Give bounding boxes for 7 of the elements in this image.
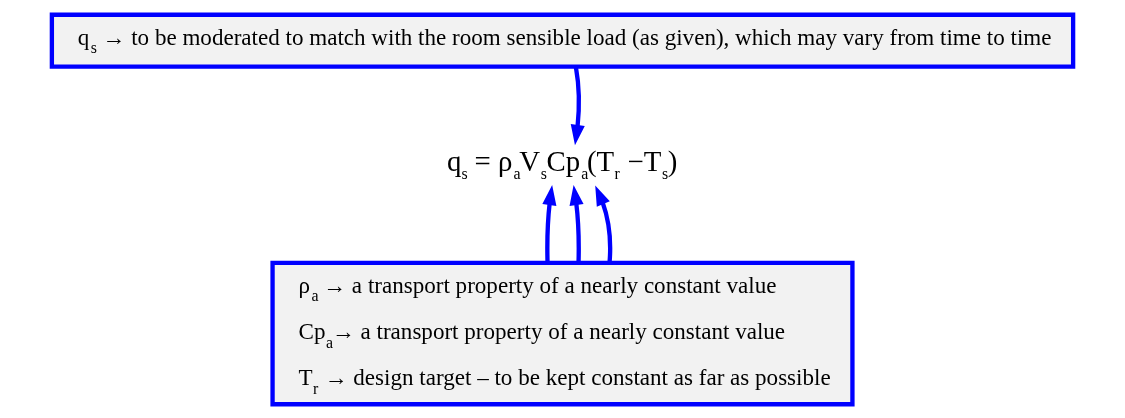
arrow [542, 184, 557, 263]
arrow [569, 184, 584, 263]
node-box: q$_{s}$ → to be moderated to match with the room sensible load (as given), which may vary from time to time [49, 12, 1076, 69]
arrow [570, 66, 585, 145]
arrow [595, 184, 613, 263]
node-text: q$_{s}$ = ρ$_{a}$V$_{s}$Cp$_{a}$(T$_{r}$ −T$_{s}$) [447, 144, 678, 182]
node-box: ρ$_{a}$ → a transport property of a nearly constant value Cp$_{a}$→ a transport property of a nearly constant value T$_{r}$ → design target – to be kept constant as far as possible [270, 260, 855, 406]
